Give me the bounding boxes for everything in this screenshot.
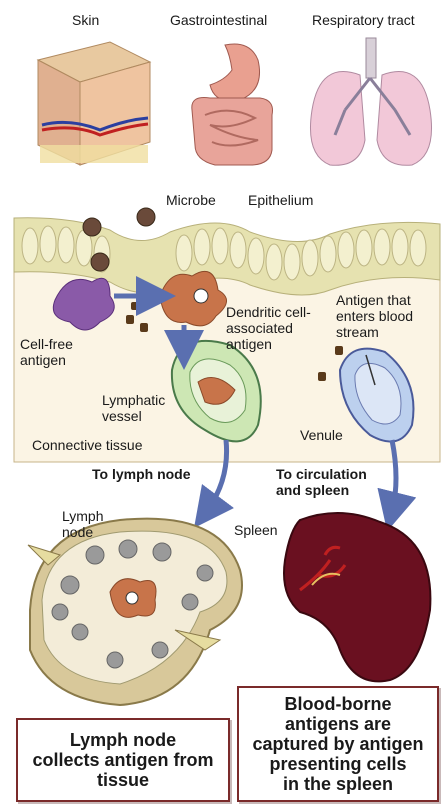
microbe-label: Microbe <box>166 192 216 208</box>
gastrointestinal-label: Gastrointestinal <box>170 12 268 28</box>
venule-label: Venule <box>300 427 343 443</box>
spleen-label: Spleen <box>234 522 278 538</box>
to-circulation-label: To circulation and spleen <box>276 466 367 498</box>
lymph-node-illustration <box>27 517 243 707</box>
lungs-illustration <box>309 37 433 166</box>
antigen-blood-label: Antigen that enters blood stream <box>336 292 414 340</box>
arrow-to-spleen <box>377 439 417 532</box>
lymph-node-label: Lymph node <box>62 508 104 540</box>
epithelium-label: Epithelium <box>248 192 314 208</box>
spleen-caption: Blood-borne antigens are captured by ant… <box>237 686 439 802</box>
lymph-node-caption: Lymph node collects antigen from tissue <box>16 718 230 802</box>
respiratory-label: Respiratory tract <box>312 12 415 28</box>
dendritic-cell-antigen-label: Dendritic cell- associated antigen <box>226 304 311 352</box>
spleen-illustration <box>283 512 432 683</box>
cell-free-antigen-label: Cell-free antigen <box>20 336 73 368</box>
to-lymph-node-label: To lymph node <box>92 466 191 482</box>
skin-illustration <box>36 41 152 166</box>
skin-label: Skin <box>72 12 100 28</box>
gastrointestinal-illustration <box>191 43 273 166</box>
lymphatic-vessel-label: Lymphatic vessel <box>102 392 166 424</box>
tissue-illustration <box>13 207 441 463</box>
connective-tissue-label: Connective tissue <box>32 437 143 453</box>
arrow-to-lymph-node <box>194 439 234 529</box>
